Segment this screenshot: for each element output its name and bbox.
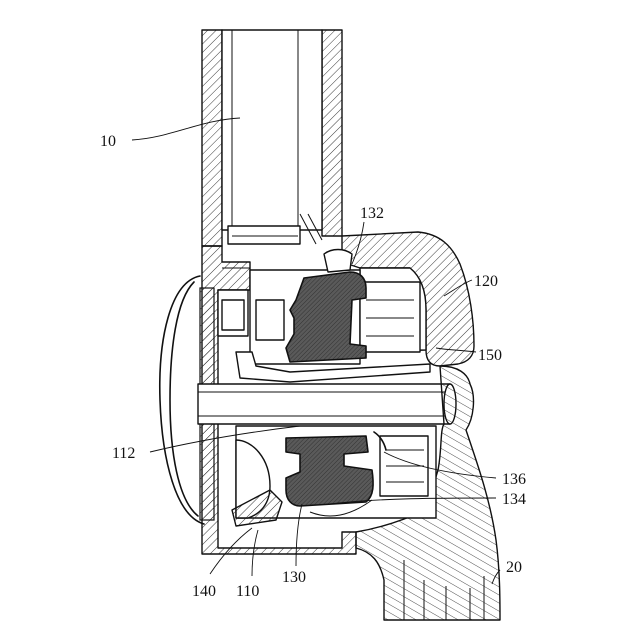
label-134: 134 [502,491,526,508]
label-120: 120 [474,273,498,290]
label-132: 132 [360,205,384,222]
label-140: 140 [192,583,216,600]
axle [198,384,456,424]
label-136: 136 [502,471,526,488]
label-150: 150 [478,347,502,364]
label-110: 110 [236,583,259,600]
tube-10 [202,30,342,246]
label-10: 10 [100,133,116,150]
label-112: 112 [112,445,135,462]
label-20: 20 [506,559,522,576]
label-130: 130 [282,569,306,586]
